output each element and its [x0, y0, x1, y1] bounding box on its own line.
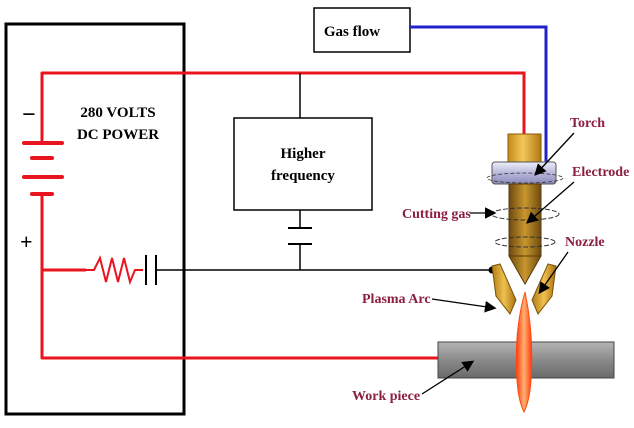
work-piece-label: Work piece: [352, 389, 420, 404]
red-circuit-wires: [42, 71, 526, 360]
electrode-label: Electrode: [572, 165, 629, 180]
high-frequency-unit: Higher frequency: [233, 73, 373, 270]
gas-flow-box: Gas flow: [313, 7, 411, 53]
minus-terminal-label: −: [22, 102, 36, 128]
power-supply-box: 280 VOLTS DC POWER − +: [4, 22, 186, 416]
hf-unit-line1: Higher: [281, 146, 326, 162]
battery-symbol: [22, 71, 64, 360]
power-supply-line2: DC POWER: [77, 127, 159, 143]
plasma-arc-label: Plasma Arc: [362, 292, 431, 307]
gas-line: [410, 25, 548, 165]
hf-unit-line2: frequency: [271, 168, 335, 184]
nozzle-label: Nozzle: [565, 235, 605, 250]
plasma-arc-flame: [515, 291, 533, 414]
resistor-symbol: [86, 255, 143, 286]
torch-assembly: [486, 133, 564, 315]
leader-arrows: [421, 132, 575, 395]
power-supply-line1: 280 VOLTS: [80, 105, 155, 121]
torch-label: Torch: [570, 116, 605, 131]
cutting-gas-label: Cutting gas: [402, 207, 471, 222]
gas-flow-label: Gas flow: [324, 24, 380, 40]
pilot-capacitor: [145, 255, 496, 285]
plus-terminal-label: +: [20, 229, 33, 254]
